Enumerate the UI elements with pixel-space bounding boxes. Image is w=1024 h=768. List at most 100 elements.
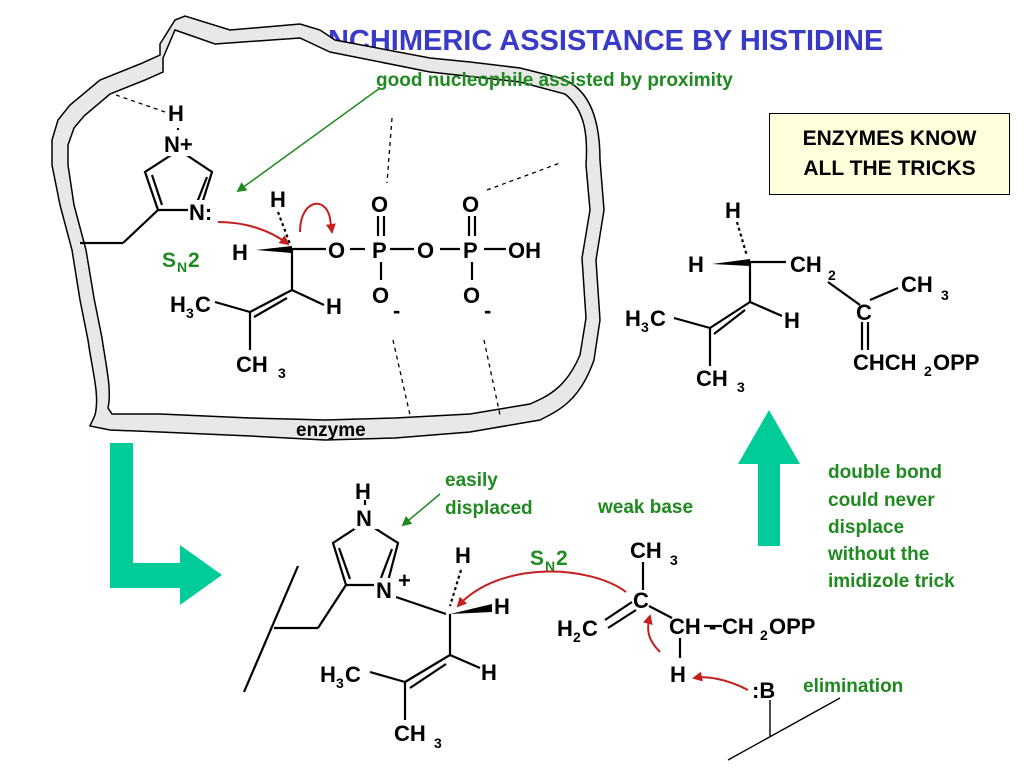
svg-text:CH: CH [790,252,822,277]
svg-text:C: C [650,306,666,331]
atom-O: O [372,283,389,308]
atom-H: H [670,662,686,687]
teal-up-arrow [738,410,800,546]
double-bond-note: double bond could never displace without… [827,462,955,592]
n-bg-2 [374,578,396,602]
teal-l-arrow [110,443,222,605]
svg-text:CH: CH [696,366,728,391]
atom-H2C-ipp: H 2 C [557,616,598,645]
atom-H3C-right: H 3 C [625,306,666,335]
nplus-bg [160,130,210,156]
weak-base-label: weak base [597,497,693,518]
svg-text:3: 3 [737,379,745,395]
atom-CH3-ipp: CH 3 [630,538,678,568]
svg-text:2: 2 [556,547,568,570]
ncolon-bg [188,200,218,224]
svg-text:3: 3 [641,319,649,335]
atom-CH2-right: CH 2 [790,252,836,283]
n-bg [354,505,378,529]
svg-text:H: H [170,292,186,317]
atom-H: H [355,479,371,504]
atom-CH3-right: CH 3 [901,272,949,303]
svg-text:3: 3 [186,305,194,321]
svg-text:displace: displace [828,517,904,538]
page-title: ANCHIMERIC ASSISTANCE BY HISTIDINE [307,25,883,57]
callout-box: ENZYMES KNOW ALL THE TRICKS [769,113,1010,195]
easily-pointer-arrow [401,493,441,527]
sn2-label-top: S N 2 [162,249,200,275]
svg-text:3: 3 [336,675,344,691]
svg-text:C: C [582,616,598,641]
atom-C: C [856,300,872,325]
svg-text:N: N [545,558,555,574]
atom-H: H [481,660,497,685]
atom-H: H [455,543,471,568]
atom-CH: CH [669,614,701,639]
red-arrow-base [692,671,749,691]
substrate-bottom [369,569,492,720]
atom-H: H [326,294,342,319]
atom-CHCH2OPP-right: CHCH 2 OPP [853,350,979,379]
svg-text:S: S [162,249,176,272]
svg-text:CHCH: CHCH [853,350,917,375]
atom-CH3-top: CH 3 [236,352,286,381]
svg-text:CH: CH [722,614,754,639]
atom-O: O [417,238,434,263]
atom-H: H [688,252,704,277]
svg-text:H: H [320,662,336,687]
svg-text:could never: could never [828,490,935,511]
atom-N-colon: N: [189,200,212,225]
imidazole-bottom [242,500,447,693]
atom-O: O [371,192,388,217]
atom-C: C [633,588,649,613]
svg-text:C: C [195,292,211,317]
atom-H: H [232,240,248,265]
atom-H3C-top: H 3 C [170,292,211,321]
sn2-label-bottom: S N 2 [530,547,568,574]
atom-H: H [494,594,510,619]
svg-text:double bond: double bond [828,462,942,483]
callout-line-2: ALL THE TRICKS [803,157,976,180]
atom-H: H [725,198,741,223]
atom-P: P [463,238,478,263]
good-nucleophile-label: good nucleophile assisted by proximity [376,70,733,91]
svg-text:CH: CH [236,352,268,377]
svg-text:N: N [177,259,187,275]
ipp-molecule [604,562,841,761]
red-arrow-leaving [299,202,336,234]
svg-text:3: 3 [434,735,442,751]
red-arrow-sn2-bottom [456,570,627,608]
svg-text:2: 2 [760,627,768,643]
bond-dash: - [709,614,716,639]
atom-O: O [463,283,480,308]
atom-Nplus: N+ [164,132,193,157]
svg-text:CH: CH [630,538,662,563]
callout-line-1: ENZYMES KNOW [802,127,977,150]
svg-text:3: 3 [278,365,286,381]
svg-text:H: H [625,306,641,331]
elimination-label: elimination [803,676,903,697]
svg-text:S: S [530,547,544,570]
atom-N: N [376,578,392,603]
svg-text:2: 2 [924,363,932,379]
atom-CH3-right-lower: CH 3 [696,366,745,395]
atom-P: P [372,238,387,263]
atom-N: N [356,506,372,531]
base-B: :B [752,678,775,703]
charge-minus: - [393,298,400,323]
svg-text:CH: CH [394,721,426,746]
svg-text:displaced: displaced [445,498,533,519]
atom-OH: OH [508,238,541,263]
svg-text:imidizole trick: imidizole trick [828,571,955,592]
atom-CH2OPP-ipp: CH 2 OPP [722,614,815,643]
svg-text:2: 2 [188,249,200,272]
atom-O: O [462,192,479,217]
atom-H: H [784,308,800,333]
easily-displaced-note: easily displaced [445,470,533,519]
svg-text:2: 2 [828,267,836,283]
svg-text:CH: CH [901,272,933,297]
atom-O: O [328,238,345,263]
svg-text:C: C [345,662,361,687]
svg-text:OPP: OPP [769,614,815,639]
